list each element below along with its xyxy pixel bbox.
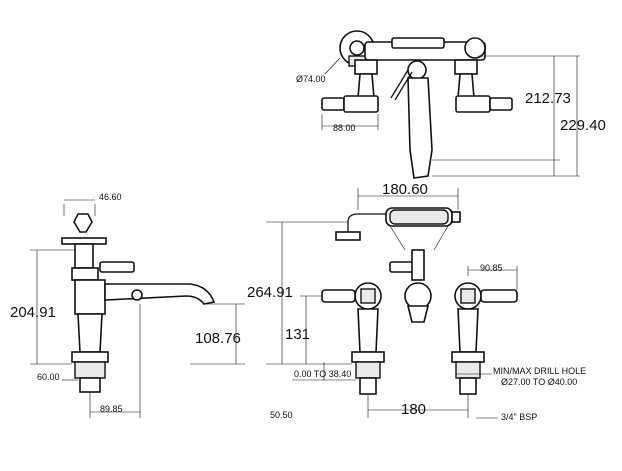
top-body-cap bbox=[391, 37, 445, 49]
dim-deck-range: 0.00 TO 38.40 bbox=[294, 369, 351, 379]
top-left-valve bbox=[354, 59, 378, 75]
front-center-spout bbox=[406, 305, 430, 323]
front-center-neck bbox=[411, 249, 425, 281]
dim-top-height-tall: 229.40 bbox=[560, 117, 606, 134]
front-handset-arm bbox=[347, 213, 390, 232]
top-left-lever-b bbox=[343, 95, 379, 113]
dim-side-base: 60.00 bbox=[37, 372, 60, 382]
dim-top-width: 88.00 bbox=[333, 123, 356, 133]
drill-hole-label: MIN/MAX DRILL HOLE bbox=[493, 366, 586, 376]
front-view: 180.60 90.85 264.91 131 0.00 TO 38.40 50… bbox=[247, 181, 586, 422]
top-right-stem bbox=[457, 73, 475, 99]
dim-front-height: 264.91 bbox=[247, 284, 293, 301]
dim-centers: 180 bbox=[401, 401, 426, 418]
top-diverter-lever bbox=[394, 71, 413, 101]
dim-spout-height: 108.76 bbox=[195, 330, 241, 347]
dim-side-width: 46.60 bbox=[99, 192, 122, 202]
front-right-stem bbox=[457, 308, 479, 353]
side-stem bbox=[77, 313, 103, 353]
top-left-stem bbox=[357, 73, 375, 99]
side-flange bbox=[71, 351, 109, 363]
dim-top-diameter: Ø74.00 bbox=[296, 74, 326, 84]
front-left-handle bbox=[321, 289, 356, 303]
dim-side-height: 204.91 bbox=[10, 304, 56, 321]
dim-side-depth: 89.85 bbox=[100, 404, 123, 414]
dim-front-top-width: 180.60 bbox=[382, 181, 428, 198]
dim-front-base: 50.50 bbox=[270, 410, 293, 420]
side-view: 46.60 204.91 108.76 60.00 89.85 bbox=[10, 192, 245, 418]
top-right-lever-a bbox=[455, 95, 491, 113]
front-right-handle bbox=[480, 289, 518, 303]
front-handset-cradle bbox=[335, 231, 361, 241]
top-right-valve bbox=[464, 37, 486, 59]
top-right-valve-body bbox=[454, 59, 478, 75]
top-left-lever-a bbox=[321, 97, 345, 111]
top-spout bbox=[407, 77, 433, 179]
side-handle-plate bbox=[61, 237, 107, 245]
side-spout-knob bbox=[131, 289, 143, 301]
top-spout-base bbox=[407, 60, 427, 80]
top-view: Ø74.00 88.00 212.73 229.40 bbox=[296, 30, 606, 179]
side-nut bbox=[74, 361, 106, 379]
side-collar bbox=[71, 267, 99, 281]
side-valve-neck bbox=[74, 243, 94, 269]
top-handle-hub bbox=[349, 40, 365, 56]
dim-top-height-short: 212.73 bbox=[525, 90, 571, 107]
side-tail bbox=[79, 377, 101, 393]
dim-front-mid-height: 131 bbox=[285, 326, 310, 343]
bsp-label: 3/4" BSP bbox=[501, 412, 537, 422]
side-handle bbox=[73, 213, 93, 233]
front-center-valve bbox=[404, 282, 432, 310]
side-lever bbox=[99, 261, 135, 273]
top-right-lever-b bbox=[489, 97, 513, 111]
front-left-stem bbox=[357, 308, 379, 353]
dim-handle-width: 90.85 bbox=[480, 263, 503, 273]
side-spout bbox=[104, 283, 216, 305]
drill-hole-range: Ø27.00 TO Ø40.00 bbox=[501, 377, 577, 387]
side-body bbox=[74, 279, 106, 315]
